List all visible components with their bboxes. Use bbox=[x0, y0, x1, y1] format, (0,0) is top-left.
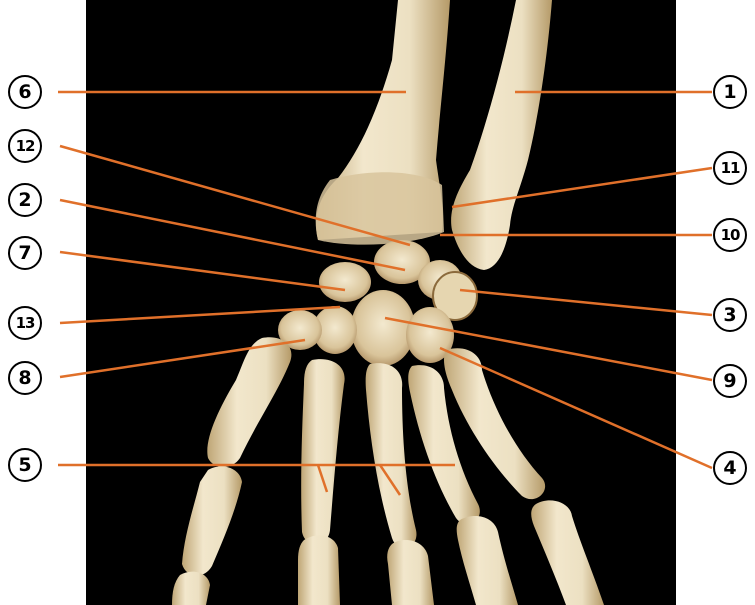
label-5: 5 bbox=[8, 448, 42, 482]
label-10: 10 bbox=[713, 218, 747, 252]
radius-distal-end bbox=[316, 172, 444, 244]
label-11-text: 11 bbox=[721, 161, 740, 176]
label-3: 3 bbox=[713, 298, 747, 332]
label-1: 1 bbox=[713, 75, 747, 109]
label-1-text: 1 bbox=[723, 83, 736, 102]
label-13-text: 13 bbox=[16, 316, 35, 331]
label-6-text: 6 bbox=[18, 83, 31, 102]
label-2-text: 2 bbox=[18, 191, 31, 210]
label-7: 7 bbox=[8, 236, 42, 270]
label-12-text: 12 bbox=[16, 139, 35, 154]
label-9: 9 bbox=[713, 364, 747, 398]
label-6: 6 bbox=[8, 75, 42, 109]
label-13: 13 bbox=[8, 306, 42, 340]
scaphoid-bone bbox=[319, 262, 371, 302]
label-4: 4 bbox=[713, 451, 747, 485]
label-3-text: 3 bbox=[723, 306, 736, 325]
label-10-text: 10 bbox=[721, 228, 740, 243]
label-12: 12 bbox=[8, 129, 42, 163]
label-4-text: 4 bbox=[723, 459, 736, 478]
index-proximal-phalanx bbox=[298, 535, 340, 605]
label-5-text: 5 bbox=[18, 456, 31, 475]
label-9-text: 9 bbox=[723, 372, 736, 391]
label-11: 11 bbox=[713, 151, 747, 185]
label-7-text: 7 bbox=[18, 244, 31, 263]
label-8: 8 bbox=[8, 361, 42, 395]
capitate-bone bbox=[351, 290, 415, 366]
label-2: 2 bbox=[8, 183, 42, 217]
label-8-text: 8 bbox=[18, 369, 31, 388]
